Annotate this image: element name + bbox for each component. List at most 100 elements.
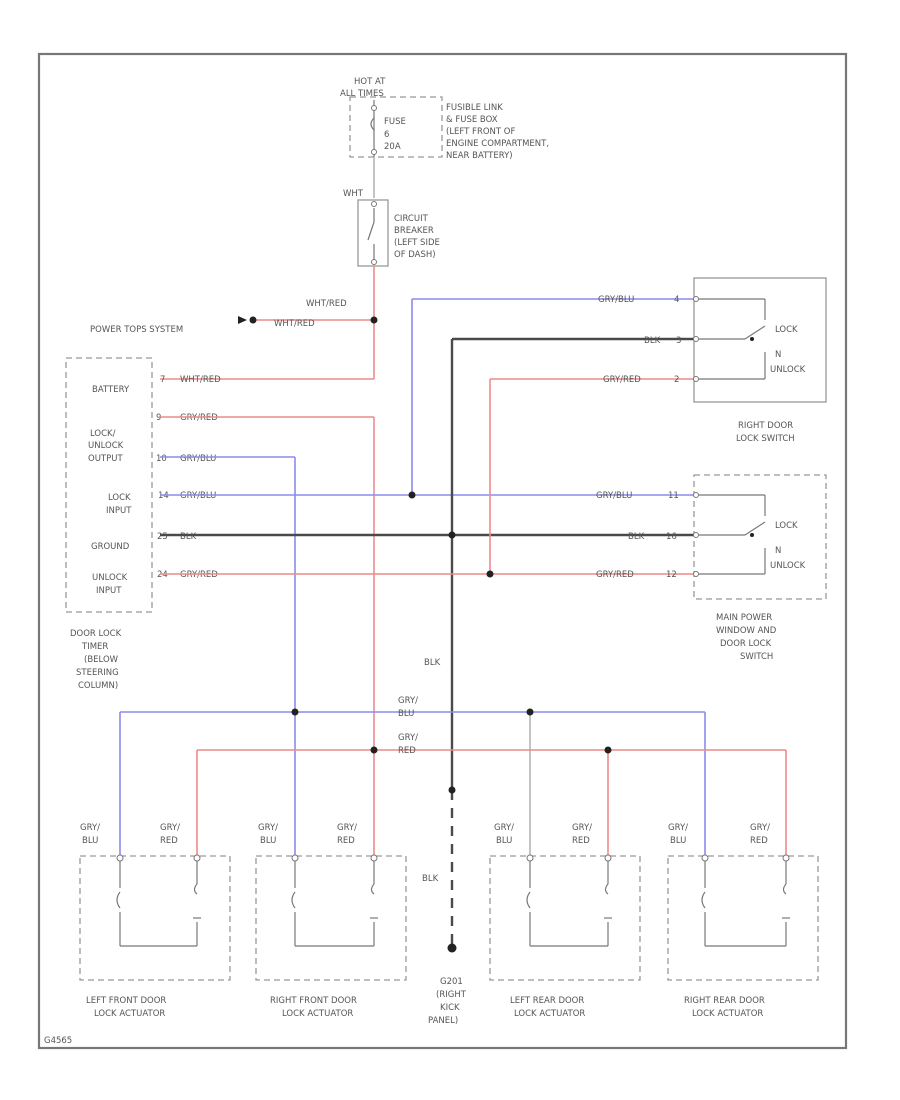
timer-label-lock-unlock: LOCK/ — [90, 429, 116, 439]
timer-wire-output-blu: GRY/BLU — [180, 454, 216, 464]
all-times-label: ALL TIMES — [340, 89, 384, 99]
timer-label-lock: LOCK — [108, 493, 131, 503]
lr-left-wire-1: BLU — [496, 836, 512, 846]
timer-desc-3: STEERING — [76, 668, 119, 678]
timer-pin-25: 25 — [157, 532, 168, 542]
rr-right-wire-0: GRY/ — [750, 823, 770, 833]
lr-left-wire-0: GRY/ — [494, 823, 514, 833]
timer-wire-ground: BLK — [180, 532, 197, 542]
rds-wire-gry-red: GRY/RED — [603, 375, 641, 385]
rds-wire-gry-blu: GRY/BLU — [598, 295, 634, 305]
timer-pin-24: 24 — [157, 570, 168, 580]
diagram-code: G4565 — [44, 1036, 72, 1046]
rds-desc-1: LOCK SWITCH — [736, 434, 795, 444]
bus-blk-lower-label: BLK — [422, 874, 439, 884]
right-door-lock-switch: LOCK N UNLOCK RIGHT DOOR LOCK SWITCH — [693, 277, 827, 444]
timer-desc-4: COLUMN) — [78, 681, 118, 691]
timer-label-ground: GROUND — [91, 542, 130, 552]
diagram-frame — [37, 52, 848, 1050]
timer-wire-unlock-input: GRY/RED — [180, 570, 218, 580]
bus-gry-red-label-0: GRY/ — [398, 733, 418, 743]
rf-left-wire-0: GRY/ — [258, 823, 278, 833]
rds-n-label: N — [775, 350, 781, 360]
bus-blk-label: BLK — [424, 658, 441, 668]
lf-name-1: LOCK ACTUATOR — [94, 1009, 165, 1019]
lf-name-0: LEFT FRONT DOOR — [86, 996, 166, 1006]
mps-unlock-label: UNLOCK — [770, 561, 806, 571]
timer-label-input: INPUT — [106, 506, 132, 516]
fuse-box-desc-4: NEAR BATTERY) — [446, 151, 513, 161]
rds-pin-3: 3 — [676, 336, 681, 346]
circuit-breaker: CIRCUIT BREAKER (LEFT SIDE OF DASH) — [357, 199, 440, 267]
mps-wire-gry-red: GRY/RED — [596, 570, 634, 580]
lr-right-wire-0: GRY/ — [572, 823, 592, 833]
actuator-right-rear: GRY/ BLU GRY/ RED RIGHT REAR DOOR LOCK A… — [667, 823, 819, 1019]
lf-left-wire-0: GRY/ — [80, 823, 100, 833]
mps-wire-gry-blu: GRY/BLU — [596, 491, 632, 501]
timer-desc-0: DOOR LOCK — [70, 629, 122, 639]
timer-wire-lock-input: GRY/BLU — [180, 491, 216, 501]
rr-name-1: LOCK ACTUATOR — [692, 1009, 763, 1019]
breaker-output-wire-label: WHT/RED — [306, 299, 347, 309]
lr-name-0: LEFT REAR DOOR — [510, 996, 584, 1006]
rds-pin-2: 2 — [674, 375, 679, 385]
rf-right-wire-0: GRY/ — [337, 823, 357, 833]
lf-right-wire-1: RED — [160, 836, 178, 846]
bus-gry-red-label-1: RED — [398, 746, 416, 756]
mps-n-label: N — [775, 546, 781, 556]
lr-right-wire-1: RED — [572, 836, 590, 846]
door-lock-timer: BATTERY LOCK/ UNLOCK OUTPUT LOCK INPUT G… — [65, 357, 221, 691]
actuator-left-rear: GRY/ BLU GRY/ RED LEFT REAR DOOR LOCK AC… — [489, 823, 641, 1019]
fuse-box-outline — [349, 96, 443, 158]
timer-desc-1: TIMER — [81, 642, 108, 652]
timer-label-input-2: INPUT — [96, 586, 122, 596]
ground-label-2: KICK — [440, 1003, 460, 1013]
rr-left-wire-0: GRY/ — [668, 823, 688, 833]
power-tops-system-label: POWER TOPS SYSTEM — [90, 325, 183, 335]
fuse-box-desc-1: & FUSE BOX — [446, 115, 498, 125]
power-tops-wire-label: WHT/RED — [274, 319, 315, 329]
rds-unlock-label: UNLOCK — [770, 365, 806, 375]
fuse-box-desc-0: FUSIBLE LINK — [446, 103, 503, 113]
rr-left-wire-1: BLU — [670, 836, 686, 846]
timer-pin-10: 10 — [156, 454, 167, 464]
bus-gry-blu-label-0: GRY/ — [398, 696, 418, 706]
actuator-right-front: GRY/ BLU GRY/ RED RIGHT FRONT DOOR LOCK … — [255, 823, 407, 1019]
breaker-desc-0: CIRCUIT — [394, 214, 429, 224]
timer-wire-output-red: GRY/RED — [180, 413, 218, 423]
mps-lock-label: LOCK — [775, 521, 798, 531]
timer-desc-2: (BELOW — [84, 655, 119, 665]
timer-label-unlock: UNLOCK — [88, 441, 124, 451]
timer-label-battery: BATTERY — [92, 385, 130, 395]
lr-name-1: LOCK ACTUATOR — [514, 1009, 585, 1019]
ground-label-3: PANEL) — [428, 1016, 458, 1026]
breaker-desc-2: (LEFT SIDE — [394, 238, 440, 248]
rds-wire-blk: BLK — [644, 336, 661, 346]
fuse-block: HOT AT ALL TIMES FUSE 6 20A FUSIBLE LINK… — [340, 77, 549, 161]
rf-right-wire-1: RED — [337, 836, 355, 846]
fuse-box-desc-2: (LEFT FRONT OF — [446, 127, 515, 137]
hot-at-label: HOT AT — [354, 77, 386, 87]
timer-label-output: OUTPUT — [88, 454, 123, 464]
mps-pin-16: 16 — [666, 532, 677, 542]
timer-pin-7: 7 — [160, 375, 165, 385]
rf-name-1: LOCK ACTUATOR — [282, 1009, 353, 1019]
breaker-top-wire-label: WHT — [343, 189, 364, 199]
mps-desc-1: WINDOW AND — [716, 626, 777, 636]
timer-label-unlock-in: UNLOCK — [92, 573, 128, 583]
fuse-label: FUSE — [384, 117, 406, 127]
lf-right-wire-0: GRY/ — [160, 823, 180, 833]
actuator-left-front: GRY/ BLU GRY/ RED LEFT FRONT DOOR LOCK A… — [79, 823, 231, 1019]
mps-pin-12: 12 — [666, 570, 677, 580]
ground-label-1: (RIGHT — [436, 990, 467, 1000]
breaker-desc-3: OF DASH) — [394, 250, 436, 260]
timer-wire-battery: WHT/RED — [180, 375, 221, 385]
timer-pin-14: 14 — [158, 491, 169, 501]
rr-name-0: RIGHT REAR DOOR — [684, 996, 765, 1006]
rds-pin-4: 4 — [674, 295, 679, 305]
mps-wire-blk: BLK — [628, 532, 645, 542]
main-power-window-switch: LOCK N UNLOCK MAIN POWER WINDOW AND DOOR… — [693, 474, 827, 662]
ground-label-0: G201 — [440, 977, 463, 987]
rf-left-wire-1: BLU — [260, 836, 276, 846]
